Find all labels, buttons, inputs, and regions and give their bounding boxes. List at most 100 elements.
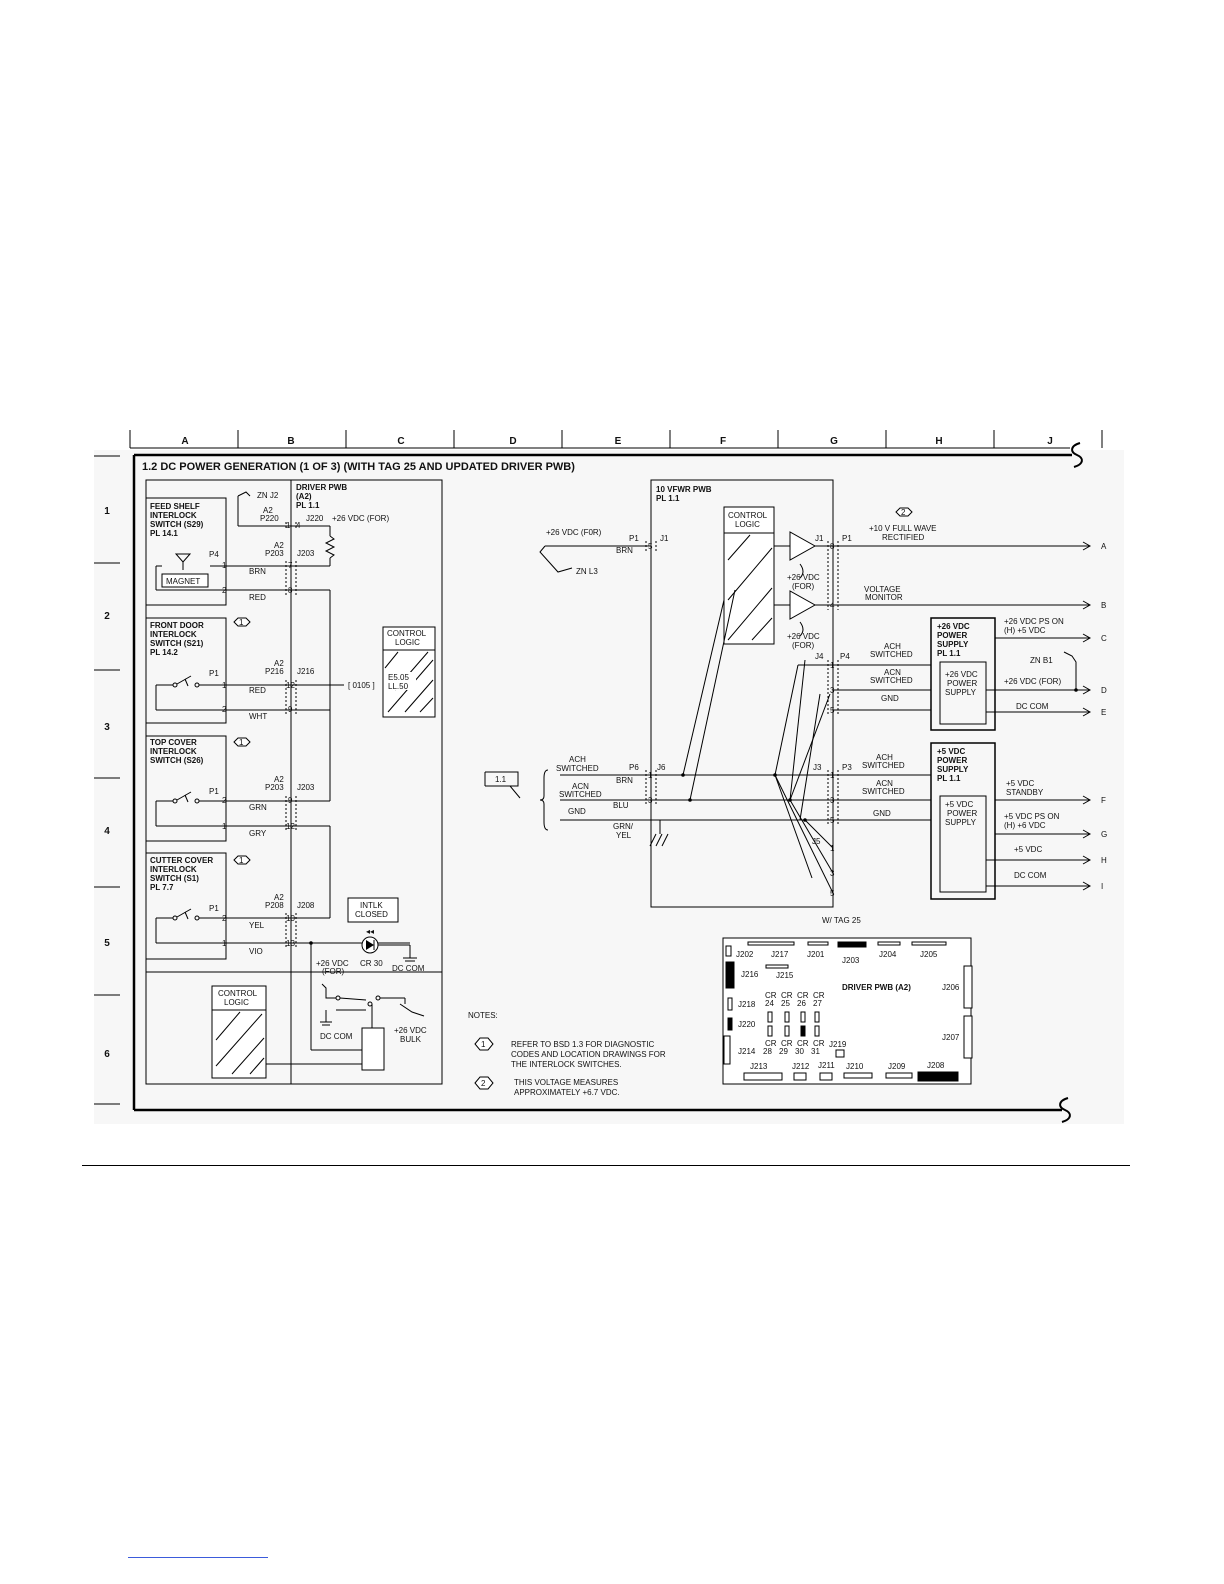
svg-text:PL 14.1: PL 14.1 <box>150 529 178 538</box>
svg-text:THIS VOLTAGE MEASURES: THIS VOLTAGE MEASURES <box>514 1078 618 1087</box>
control-logic-c3: CONTROL LOGIC E5.05 LL.50 [ 0105 ] <box>348 626 436 718</box>
svg-text:1: 1 <box>830 771 835 780</box>
intlk-closed-group: INTLK CLOSED ◂◂ CR 30 DC COM +26 VDC (FO… <box>309 897 425 1050</box>
footer-link-underline[interactable] <box>128 1557 268 1558</box>
svg-text:BULK: BULK <box>400 1035 422 1044</box>
svg-text:INTERLOCK: INTERLOCK <box>150 511 197 520</box>
output-arrows <box>1082 541 1092 891</box>
svg-text:P1: P1 <box>629 534 639 543</box>
col-d: D <box>509 436 516 447</box>
svg-text:+26 VDC: +26 VDC <box>394 1026 427 1035</box>
svg-text:APPROXIMATELY +6.7 VDC.: APPROXIMATELY +6.7 VDC. <box>514 1088 620 1097</box>
svg-text:DRIVER PWB (A2): DRIVER PWB (A2) <box>842 983 911 992</box>
svg-text:J205: J205 <box>920 950 938 959</box>
svg-text:CODES AND LOCATION DRAWINGS FO: CODES AND LOCATION DRAWINGS FOR <box>511 1050 666 1059</box>
svg-text:BRN: BRN <box>616 776 633 785</box>
svg-text:PL 1.1: PL 1.1 <box>296 501 320 510</box>
svg-text:J216: J216 <box>741 970 759 979</box>
svg-text:12: 12 <box>286 822 295 831</box>
notes: NOTES: 1 REFER TO BSD 1.3 FOR DIAGNOSTIC… <box>468 1011 666 1097</box>
svg-text:ACH: ACH <box>884 642 901 651</box>
col-c: C <box>397 436 404 447</box>
svg-text:J4: J4 <box>815 652 824 661</box>
svg-text:SUPPLY: SUPPLY <box>945 688 977 697</box>
svg-text:4: 4 <box>296 521 301 530</box>
board-labels: J202 J217 J201 J203 J204 J205 J215 J216 … <box>736 950 960 1071</box>
svg-text:VIO: VIO <box>249 947 263 956</box>
svg-text:J213: J213 <box>750 1062 768 1071</box>
switch-symbols <box>155 553 226 944</box>
svg-text:27: 27 <box>813 999 822 1008</box>
col-f: F <box>720 436 726 447</box>
zn-j2-label: ZN J2 <box>257 491 279 500</box>
svg-text:P208: P208 <box>265 901 284 910</box>
driver-pwb-labels: DRIVER PWB (A2) PL 1.1 ZN J2 A2 P220 J22… <box>222 483 389 956</box>
svg-text:3: 3 <box>830 686 835 695</box>
svg-text:CR: CR <box>781 991 793 1000</box>
svg-text:13: 13 <box>286 939 295 948</box>
svg-text:◂◂: ◂◂ <box>366 927 374 936</box>
svg-text:A2: A2 <box>263 506 273 515</box>
svg-text:+10 V FULL WAVE: +10 V FULL WAVE <box>869 524 937 533</box>
svg-text:+5 VDC: +5 VDC <box>1014 845 1042 854</box>
svg-text:+26 VDC: +26 VDC <box>787 573 820 582</box>
col-e: E <box>615 436 622 447</box>
svg-text:ZN B1: ZN B1 <box>1030 656 1053 665</box>
svg-text:POWER: POWER <box>937 756 967 765</box>
board-layout <box>722 937 973 1085</box>
svg-text:5: 5 <box>648 542 653 551</box>
svg-text:2: 2 <box>222 914 227 923</box>
svg-text:30: 30 <box>795 1047 804 1056</box>
svg-text:SUPPLY: SUPPLY <box>945 818 977 827</box>
svg-text:STANDBY: STANDBY <box>1006 788 1044 797</box>
svg-text:J208: J208 <box>927 1061 945 1070</box>
column-headers <box>129 430 1103 449</box>
svg-text:POWER: POWER <box>937 631 967 640</box>
svg-text:(A2): (A2) <box>296 492 312 501</box>
svg-text:25: 25 <box>781 999 790 1008</box>
relay-labels: CONTROL LOGIC DC COM +26 VDC BULK <box>218 989 427 1044</box>
svg-text:CR: CR <box>797 991 809 1000</box>
svg-text:ZN L3: ZN L3 <box>576 567 598 576</box>
svg-text:24: 24 <box>765 999 774 1008</box>
ref-0105: [ 0105 ] <box>348 681 375 690</box>
svg-text:CR: CR <box>813 1039 825 1048</box>
svg-text:E: E <box>1101 708 1106 717</box>
svg-text:I: I <box>1101 882 1103 891</box>
svg-text:+26 VDC: +26 VDC <box>937 622 970 631</box>
switch-cutter-cover: CUTTER COVER INTERLOCK SWITCH (S1) PL 7.… <box>150 855 251 913</box>
svg-text:J5: J5 <box>812 837 821 846</box>
svg-text:P1: P1 <box>209 787 219 796</box>
svg-text:J217: J217 <box>771 950 789 959</box>
svg-text:DC COM: DC COM <box>320 1032 353 1041</box>
svg-text:9: 9 <box>288 796 293 805</box>
cr30-label: CR 30 <box>360 959 383 968</box>
svg-text:+26 VDC: +26 VDC <box>316 959 349 968</box>
row-4: 4 <box>104 826 110 837</box>
svg-text:SWITCH (S29): SWITCH (S29) <box>150 520 204 529</box>
svg-text:5: 5 <box>830 706 835 715</box>
svg-text:1: 1 <box>222 681 227 690</box>
svg-text:J215: J215 <box>776 971 794 980</box>
svg-text:+26 VDC: +26 VDC <box>945 670 978 679</box>
svg-text:GND: GND <box>881 694 899 703</box>
svg-text:TOP COVER: TOP COVER <box>150 738 197 747</box>
svg-text:7: 7 <box>288 561 293 570</box>
svg-text:BRN: BRN <box>249 567 266 576</box>
page-divider <box>82 1165 1130 1166</box>
svg-text:CR: CR <box>765 1039 777 1048</box>
svg-text:INTERLOCK: INTERLOCK <box>150 865 197 874</box>
svg-text:B: B <box>1101 601 1106 610</box>
svg-text:FRONT DOOR: FRONT DOOR <box>150 621 204 630</box>
svg-text:(FOR): (FOR) <box>322 967 345 976</box>
svg-text:CR: CR <box>781 1039 793 1048</box>
svg-text:+5 VDC: +5 VDC <box>1006 779 1034 788</box>
ps26-labels: +26 VDC POWER SUPPLY PL 1.1 +26 VDC POWE… <box>937 617 1064 711</box>
svg-text:J209: J209 <box>888 1062 906 1071</box>
svg-text:8: 8 <box>288 586 293 595</box>
svg-text:1: 1 <box>239 618 244 627</box>
svg-text:WHT: WHT <box>249 712 267 721</box>
svg-text:P4: P4 <box>209 550 219 559</box>
svg-text:P1: P1 <box>842 534 852 543</box>
